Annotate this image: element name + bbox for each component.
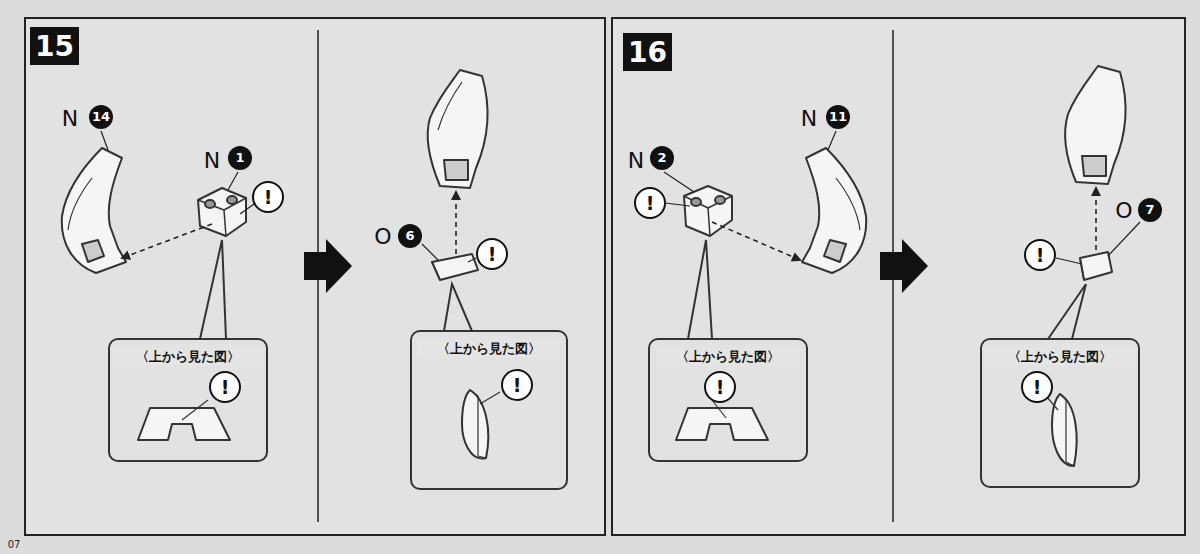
part-letter: N [62,106,78,131]
label-anchor: ! [252,181,284,213]
attention-mark: ! [476,238,508,270]
part-letter: N [204,148,220,173]
callout-number: 11 [826,105,850,129]
page-number: 07 [8,538,21,549]
attention-mark: ! [501,369,533,401]
label-anchor: 1 [228,146,252,170]
label-anchor: 11 [826,105,850,129]
label-anchor: 7 [1138,198,1162,222]
view-caption: 〈上から見た図〉 [418,340,560,358]
attention-mark: ! [1021,371,1053,403]
top-view-callout: 〈上から見た図〉! [648,338,808,462]
label-anchor: 6 [398,224,422,248]
label-anchor: O [1115,198,1132,223]
label-anchor: 07 [8,532,21,551]
part-letter: O [1115,198,1132,223]
view-caption: 〈上から見た図〉 [116,348,260,366]
callout-number: 7 [1138,198,1162,222]
attention-mark: ! [704,371,736,403]
top-view-callout: 〈上から見た図〉! [108,338,268,462]
label-anchor: O [374,224,391,249]
step-number: 15 [35,30,74,63]
part-letter: N [801,106,817,131]
label-anchor: N [801,106,817,131]
part-letter: O [374,224,391,249]
attention-mark: ! [252,181,284,213]
label-anchor: ! [476,238,508,270]
step-number: 16 [628,36,667,69]
view-caption: 〈上から見た図〉 [656,348,800,366]
callout-number: 14 [89,105,113,129]
label-anchor: ! [634,187,666,219]
attention-mark: ! [634,187,666,219]
label-anchor: 14 [89,105,113,129]
top-view-callout: 〈上から見た図〉! [980,338,1140,488]
step-number-box: 15 [30,27,79,65]
part-letter: N [628,148,644,173]
label-anchor: 2 [650,146,674,170]
callout-number: 6 [398,224,422,248]
step-number-box: 16 [623,33,672,71]
attention-mark: ! [1024,239,1056,271]
callout-number: 2 [650,146,674,170]
attention-mark: ! [209,371,241,403]
view-caption: 〈上から見た図〉 [988,348,1132,366]
callout-number: 1 [228,146,252,170]
label-anchor: ! [1024,239,1056,271]
top-view-callout: 〈上から見た図〉! [410,330,568,490]
label-anchor: N [204,148,220,173]
label-anchor: N [628,148,644,173]
label-anchor: N [62,106,78,131]
